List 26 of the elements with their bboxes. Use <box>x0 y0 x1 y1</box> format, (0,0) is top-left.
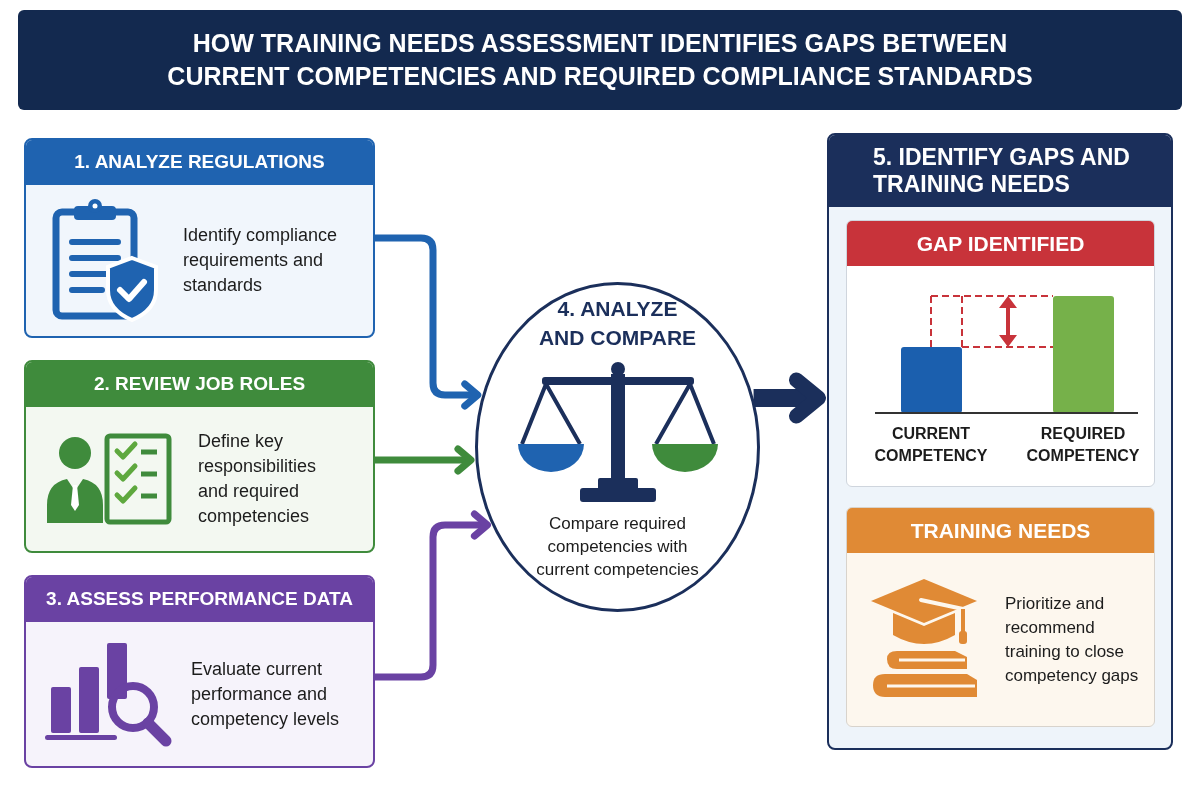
step-description: Compare required competencies with current competencies <box>535 513 700 581</box>
card-heading: GAP IDENTIFIED <box>847 221 1154 266</box>
bar-label: CURRENT COMPETENCY <box>873 424 989 466</box>
card-heading: 3. ASSESS PERFORMANCE DATA <box>26 577 373 622</box>
step-description: Identify compliance requirements and standards <box>183 224 339 297</box>
step-description: Prioritize and recommend training to close competency gaps <box>1005 592 1140 687</box>
step-card <box>24 138 375 338</box>
step-title: 4. ANALYZE AND COMPARE <box>537 296 698 351</box>
flow-arrow <box>375 445 475 475</box>
training-card <box>846 507 1155 727</box>
step-description: Define key responsibilities and required competencies <box>198 430 318 528</box>
step-card <box>24 575 375 768</box>
diagram-title: HOW TRAINING NEEDS ASSESSMENT IDENTIFIES GAPS BETWEEN CURRENT COMPETENCIES AND REQUIRED COMPLIANCE STANDARDS <box>166 28 1034 92</box>
card-heading: 1. ANALYZE REGULATIONS <box>26 140 373 185</box>
flow-arrow <box>375 234 482 410</box>
gap-card <box>846 220 1155 487</box>
card-heading: 2. REVIEW JOB ROLES <box>26 362 373 407</box>
bar-label: REQUIRED COMPETENCY <box>1025 424 1141 466</box>
flow-arrow <box>375 510 491 681</box>
comparison-ellipse <box>475 282 760 612</box>
step-card <box>24 360 375 553</box>
card-heading: TRAINING NEEDS <box>847 508 1154 553</box>
step-description: Evaluate current performance and competency levels <box>191 657 341 731</box>
flow-arrow <box>753 372 826 424</box>
result-panel <box>827 133 1173 750</box>
panel-heading: 5. IDENTIFY GAPS AND TRAINING NEEDS <box>829 135 1171 207</box>
